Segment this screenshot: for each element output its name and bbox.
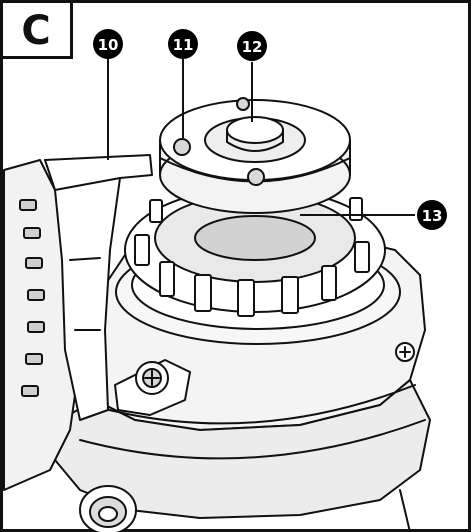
spindle-boss-top <box>226 116 284 144</box>
housing-ridge-2 <box>79 419 426 460</box>
callout-12: 12 <box>237 31 267 61</box>
spindle-core <box>194 215 316 261</box>
callout-12-label: 12 <box>242 38 263 56</box>
spindle-boss-side <box>226 129 284 152</box>
leader-lines <box>107 58 415 216</box>
panel-label: C <box>21 8 50 54</box>
port <box>79 485 137 532</box>
grinder-drawing <box>3 97 431 532</box>
callout-10: 10 <box>93 29 123 59</box>
pin-hole-right <box>247 168 265 186</box>
panel-label-badge: C <box>0 0 73 59</box>
vent-slots <box>19 199 45 397</box>
callout-11-label: 11 <box>173 36 194 54</box>
callout-10-label: 10 <box>98 36 119 54</box>
pin-hole-top <box>236 97 250 111</box>
pin-hole-left <box>173 138 191 156</box>
callout-13: 13 <box>417 200 447 230</box>
guard-bracket-edge <box>54 177 121 331</box>
right-screw <box>395 342 415 362</box>
guard-bracket <box>44 154 153 421</box>
callout-13-label: 13 <box>422 207 443 225</box>
clamp-screw <box>114 359 191 416</box>
callout-11: 11 <box>168 29 198 59</box>
housing-ridge <box>89 384 416 425</box>
